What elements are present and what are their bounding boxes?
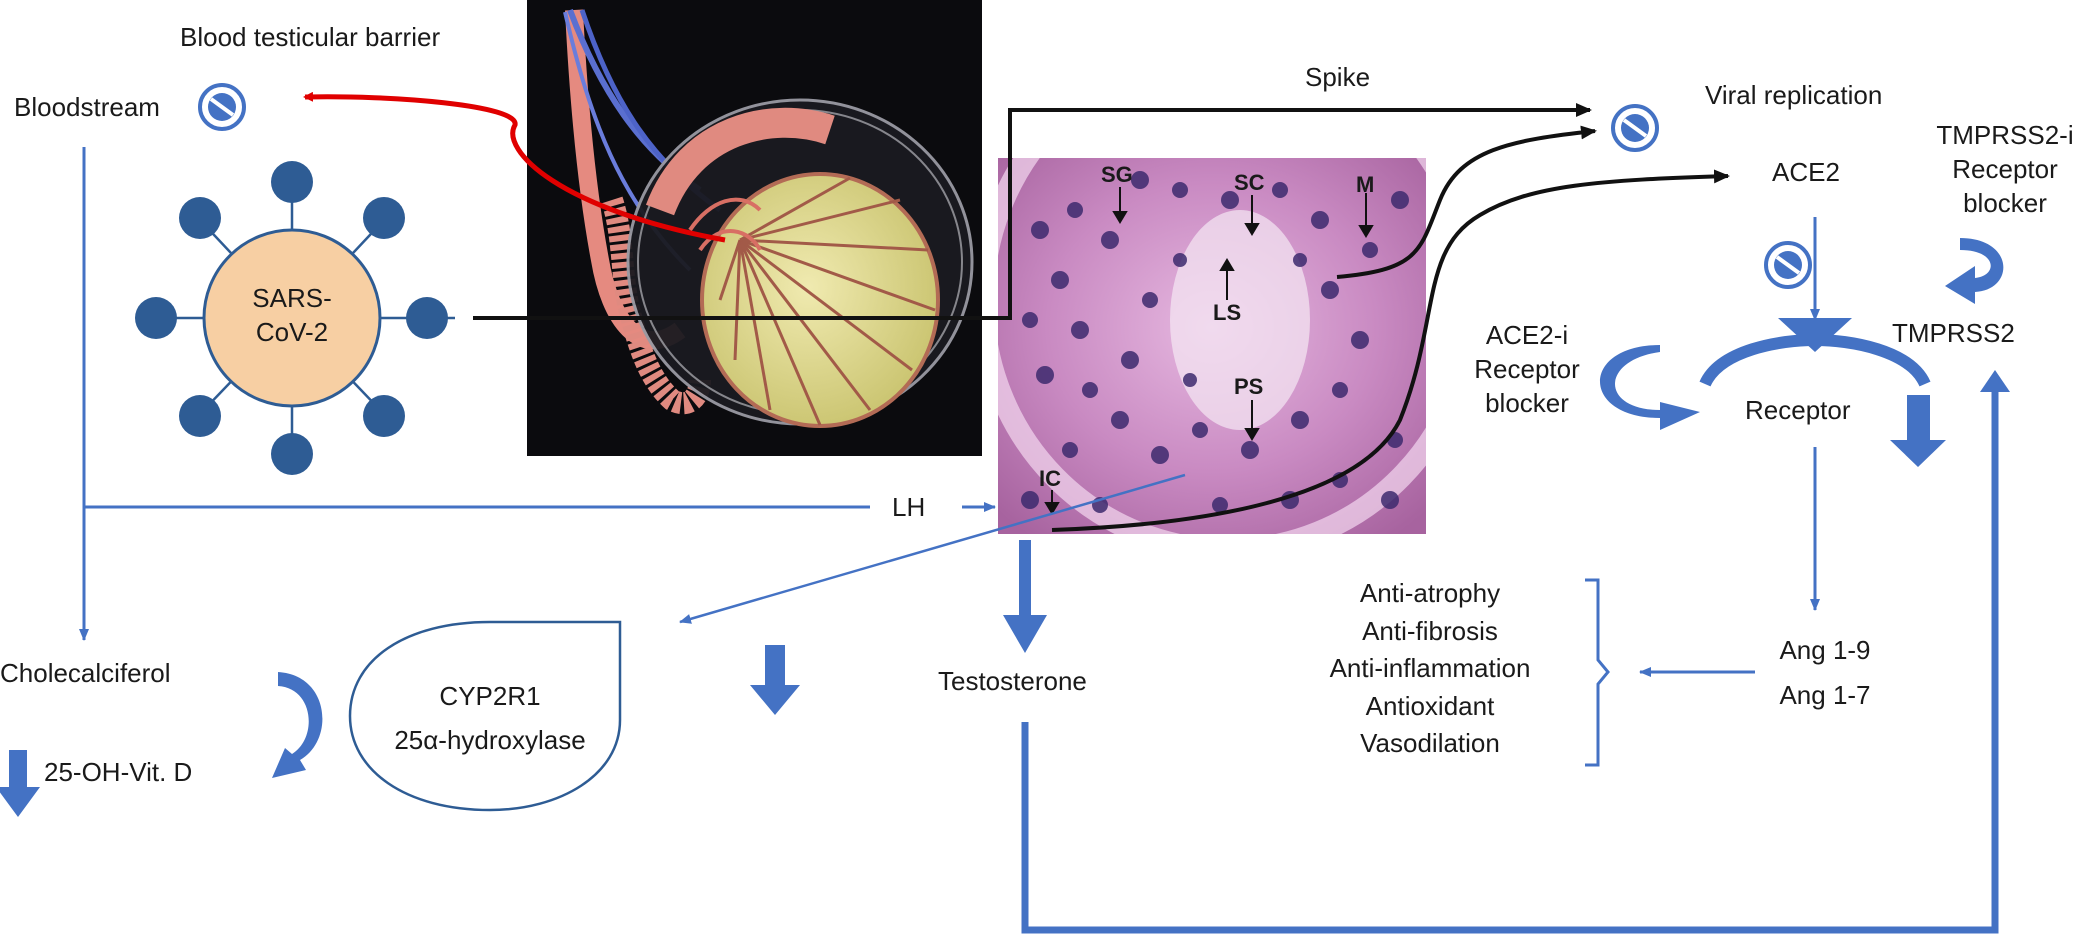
ace2i-line-1: ACE2-i bbox=[1485, 320, 1569, 350]
black-connectors bbox=[473, 103, 1730, 532]
lh-label: LH bbox=[892, 492, 926, 522]
effect-anti-inflammation: Anti-inflammation bbox=[1329, 653, 1531, 683]
angiotensin-list: Ang 1-9 Ang 1-7 bbox=[1760, 628, 1890, 718]
bloodstream-label: Bloodstream bbox=[14, 92, 160, 122]
ace2i-curved-arrow bbox=[1600, 345, 1700, 430]
cyp2r1-line-2: 25α-hydroxylase bbox=[394, 725, 586, 755]
no-entry-icon bbox=[1764, 241, 1812, 289]
virus-illustration bbox=[135, 161, 455, 475]
effects-list: Anti-atrophy Anti-fibrosis Anti-inflamma… bbox=[1295, 575, 1565, 763]
virus-label: SARS- CoV-2 bbox=[232, 281, 352, 349]
ang-1-7-label: Ang 1-7 bbox=[1779, 680, 1871, 710]
testis-illustration bbox=[527, 0, 982, 456]
blue-connectors bbox=[79, 147, 1999, 934]
vitd-curved-arrow bbox=[272, 672, 323, 778]
ace2-label: ACE2 bbox=[1772, 157, 1840, 187]
barrier-arrow bbox=[303, 91, 726, 243]
effect-antioxidant: Antioxidant bbox=[1365, 690, 1495, 721]
virus-label-line-1: SARS- bbox=[252, 283, 332, 313]
receptor-label: Receptor bbox=[1745, 395, 1851, 425]
tmprss2i-blocker-label: TMPRSS2-i Receptor blocker bbox=[1920, 118, 2088, 220]
blood-testicular-barrier-label: Blood testicular barrier bbox=[180, 22, 441, 52]
histology-label-ps: PS bbox=[1234, 374, 1264, 399]
no-entry-icon bbox=[1611, 104, 1659, 152]
effect-anti-fibrosis: Anti-fibrosis bbox=[1362, 615, 1498, 646]
testosterone-label: Testosterone bbox=[938, 666, 1087, 696]
tmprss2i-line-2: Receptor bbox=[1952, 154, 2058, 184]
ace2i-line-2: Receptor bbox=[1474, 354, 1580, 384]
tmprss2-label: TMPRSS2 bbox=[1892, 318, 2015, 348]
effect-vasodilation: Vasodilation bbox=[1360, 728, 1500, 758]
histology-label-sg: SG bbox=[1101, 162, 1133, 187]
cyp2r1-label: CYP2R1 25α-hydroxylase bbox=[375, 674, 605, 762]
histology-label-m: M bbox=[1356, 172, 1375, 197]
tmprss2i-line-3: blocker bbox=[1963, 188, 2047, 218]
tmprss2i-curved-arrow bbox=[1945, 238, 2004, 304]
spike-label: Spike bbox=[1305, 62, 1371, 92]
ace2i-line-3: blocker bbox=[1485, 388, 1569, 418]
ace2i-blocker-label: ACE2-i Receptor blocker bbox=[1462, 318, 1592, 420]
cyp2r1-line-1: CYP2R1 bbox=[439, 681, 541, 711]
effect-anti-atrophy: Anti-atrophy bbox=[1359, 578, 1501, 608]
histology-micrograph bbox=[998, 158, 1426, 534]
viral-replication-label: Viral replication bbox=[1705, 80, 1883, 110]
histology-label-ic: IC bbox=[1039, 466, 1061, 491]
block-arrows bbox=[0, 395, 1946, 817]
cholecalciferol-label: Cholecalciferol bbox=[0, 658, 171, 688]
cyp2r1-shape bbox=[348, 620, 622, 812]
histology-label-sc: SC bbox=[1234, 170, 1265, 195]
virus-label-line-2: CoV-2 bbox=[255, 317, 329, 347]
no-entry-icon bbox=[198, 83, 246, 131]
ang-1-9-label: Ang 1-9 bbox=[1779, 635, 1871, 665]
tmprss2i-line-1: TMPRSS2-i bbox=[1936, 120, 2074, 150]
effects-bracket bbox=[1585, 578, 1610, 767]
histology-label-ls: LS bbox=[1213, 300, 1242, 325]
vitd-label: 25-OH-Vit. D bbox=[44, 757, 193, 787]
